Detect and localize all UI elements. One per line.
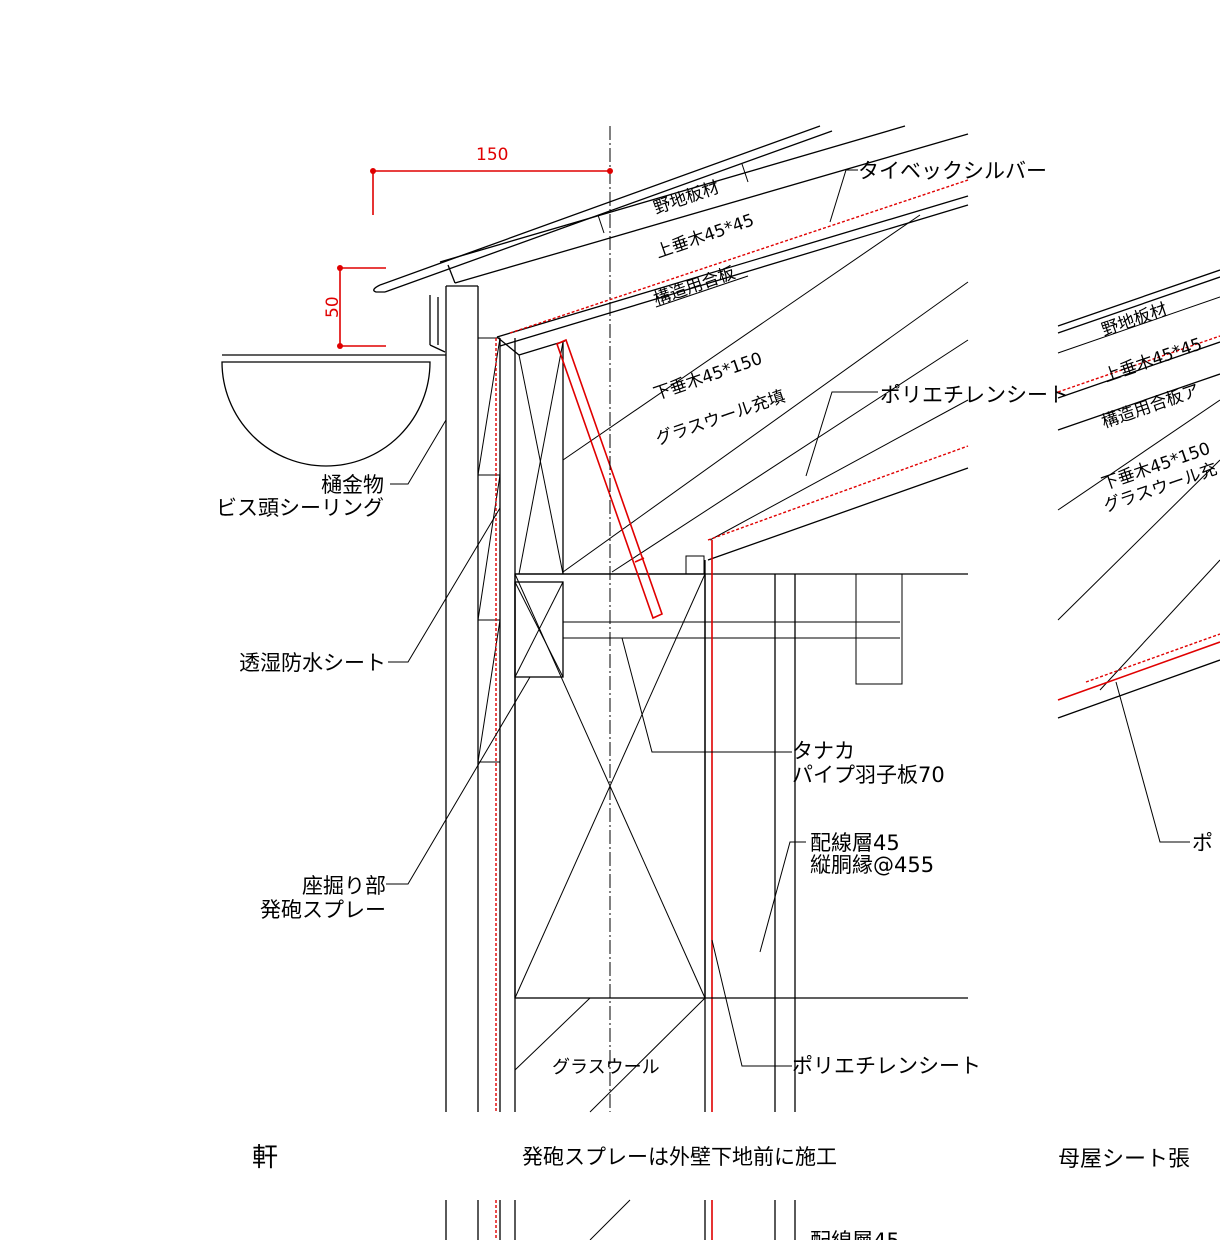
label-glasswool-wall: グラスウール xyxy=(552,1057,660,1078)
dimension-50: 50 xyxy=(323,296,343,318)
caption-right: 母屋シート張 xyxy=(1058,1147,1190,1172)
bottom-detail xyxy=(445,1199,796,1240)
right-label-uwataruki: 上垂木45*45 xyxy=(1101,334,1205,386)
bottom-label-wiring: 配線層45 xyxy=(810,1229,900,1240)
label-tyvek: タイベックシルバー xyxy=(858,159,1047,183)
right-label-noji: 野地板材 xyxy=(1099,300,1170,341)
caption-center: 発砲スプレーは外壁下地前に施工 xyxy=(522,1145,837,1169)
label-tanaka-2: パイプ羽子板70 xyxy=(792,763,945,787)
label-zahori-1: 座掘り部 xyxy=(302,874,386,898)
label-breather: 透湿防水シート xyxy=(239,651,386,675)
label-wiring-1: 配線層45 xyxy=(810,831,900,855)
gutter xyxy=(221,354,446,467)
roof-layers xyxy=(373,125,969,573)
dimension-lines xyxy=(337,168,613,349)
label-poly-wall: ポリエチレンシート xyxy=(792,1054,981,1078)
label-zahori-2: 発砲スプレー xyxy=(260,898,386,922)
label-wiring-2: 縦胴縁@455 xyxy=(810,853,934,877)
label-gutter-2: ビス頭シーリング xyxy=(216,496,384,520)
dimension-150: 150 xyxy=(476,145,508,165)
label-tanaka-1: タナカ xyxy=(792,739,855,763)
label-kozo: 構造用合板 xyxy=(651,263,738,310)
right-label-kozo: 構造用合板ア xyxy=(1099,381,1202,433)
caption-left: 軒 xyxy=(252,1143,278,1173)
right-label-poly: ポ xyxy=(1192,831,1213,855)
pipe-hanger xyxy=(556,338,663,620)
label-poly-roof: ポリエチレンシート xyxy=(880,383,1069,407)
label-shitataruki: 下垂木45*150 xyxy=(651,349,765,405)
label-gutter-1: 樋金物 xyxy=(321,473,384,497)
label-uwataruki: 上垂木45*45 xyxy=(653,210,757,262)
leader-lines xyxy=(386,169,878,1067)
wall-section xyxy=(445,285,968,1113)
right-detail xyxy=(1057,269,1220,843)
